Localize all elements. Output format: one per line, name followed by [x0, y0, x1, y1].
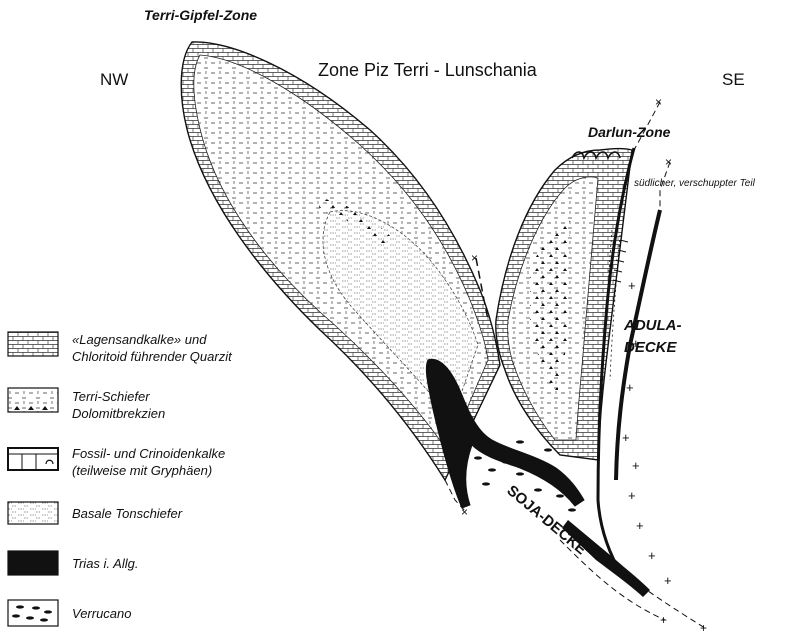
svg-text:Trias i. Allg.: Trias i. Allg.	[72, 556, 138, 571]
adula-label-2: DECKE	[624, 339, 678, 356]
legend-item-terri-schiefer: Terri-Schiefer Dolomitbrekzien	[8, 388, 165, 421]
svg-text:+: +	[632, 458, 640, 473]
svg-text:×: ×	[665, 155, 672, 169]
svg-text:+: +	[648, 548, 656, 563]
svg-text:Dolomitbrekzien: Dolomitbrekzien	[72, 406, 165, 421]
svg-text:Verrucano: Verrucano	[72, 606, 132, 621]
svg-text:Chloritoid führender Quarzit: Chloritoid führender Quarzit	[72, 349, 233, 364]
legend-item-trias: Trias i. Allg.	[8, 551, 138, 575]
svg-text:+: +	[628, 488, 636, 503]
suedlicher-label: südlicher, verschuppter Teil	[634, 178, 756, 189]
legend-item-tonschiefer: Basale Tonschiefer	[8, 502, 183, 524]
svg-text:«Lagensandkalke» und: «Lagensandkalke» und	[72, 332, 207, 347]
legend-item-verrucano: Verrucano	[8, 600, 132, 626]
svg-text:+: +	[628, 278, 636, 293]
svg-text:Terri-Schiefer: Terri-Schiefer	[72, 389, 150, 404]
svg-text:+: +	[700, 621, 707, 634]
svg-text:+: +	[626, 380, 634, 395]
diagram-title: Zone Piz Terri - Lunschania	[318, 60, 538, 80]
legend-item-lagensandkalke: «Lagensandkalke» und Chloritoid führende…	[8, 332, 233, 364]
terri-gipfel-label: Terri-Gipfel-Zone	[144, 7, 257, 23]
legend: «Lagensandkalke» und Chloritoid führende…	[8, 332, 233, 626]
adula-label-1: ADULA-	[623, 317, 682, 334]
svg-text:×: ×	[461, 505, 468, 519]
svg-text:+: +	[636, 518, 644, 533]
darlun-fold	[496, 149, 632, 461]
svg-text:×: ×	[655, 95, 662, 109]
legend-item-fossilkalke: Fossil- und Crinoidenkalke (teilweise mi…	[8, 446, 225, 478]
svg-text:Basale Tonschiefer: Basale Tonschiefer	[72, 506, 183, 521]
svg-text:×: ×	[471, 251, 478, 265]
nw-label: NW	[100, 70, 128, 89]
svg-text:(teilweise mit Gryphäen): (teilweise mit Gryphäen)	[72, 463, 212, 478]
svg-text:+: +	[622, 430, 630, 445]
darlun-label: Darlun-Zone	[588, 124, 671, 140]
svg-text:+: +	[664, 573, 672, 588]
se-label: SE	[722, 70, 745, 89]
svg-text:Fossil- und Crinoidenkalke: Fossil- und Crinoidenkalke	[72, 446, 225, 461]
svg-text:+: +	[660, 613, 667, 627]
